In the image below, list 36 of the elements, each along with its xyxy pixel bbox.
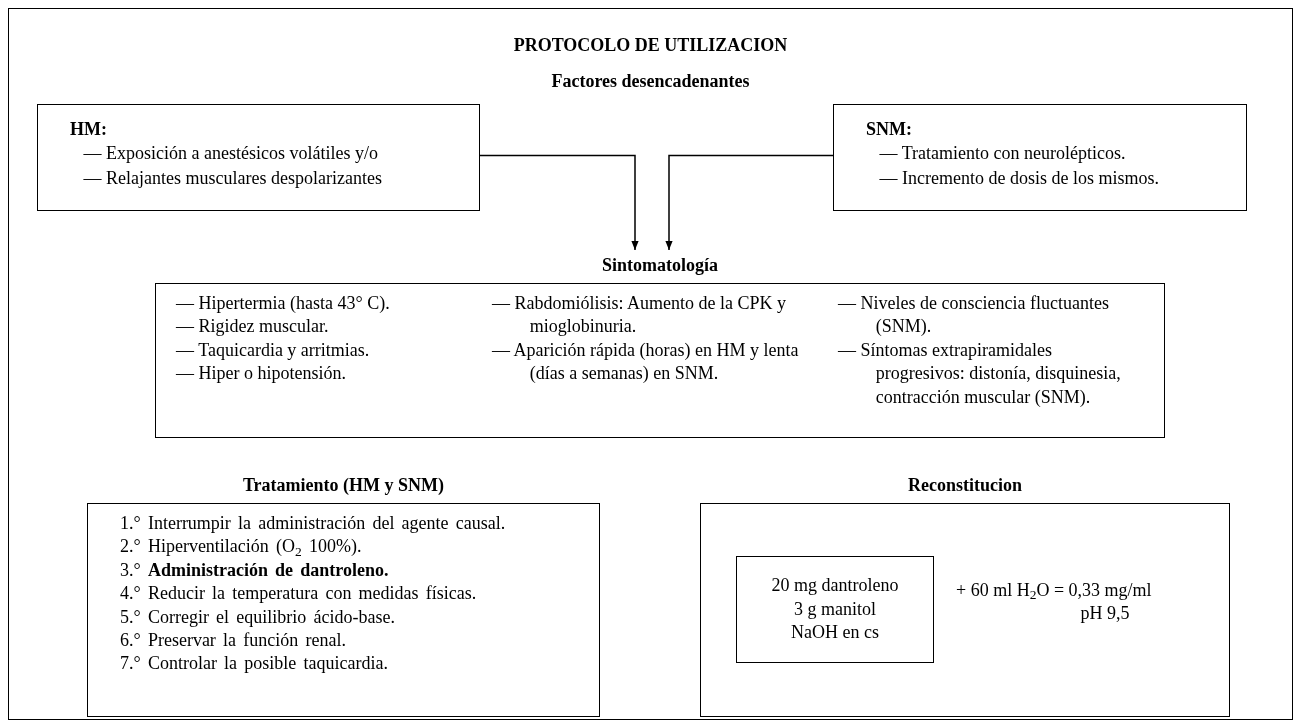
list-item: — Rigidez muscular. [176, 315, 330, 339]
section-heading: Sintomatología [602, 254, 718, 276]
factor-box [37, 104, 480, 211]
section-heading: Reconstitucion [908, 474, 1022, 496]
list-item: — Tratamiento con neurolépticos. [878, 142, 1127, 166]
list-item: — Relajantes musculares despolarizantes [82, 166, 383, 190]
box-heading: HM: [70, 118, 107, 141]
list-item: — Exposición a anestésicos volátiles y/o [82, 142, 379, 166]
list-item: 3.° Administración de dantroleno. [120, 558, 390, 582]
list-item: 2.° Hiperventilación (O$_{2}$ 100%). [120, 535, 363, 559]
list-item: — Aparición rápida (horas) en HM y lenta (días a semanas) en SNM. [492, 338, 800, 386]
list-item: 7.° Controlar la posible taquicardia. [120, 652, 389, 676]
list-item: — Síntomas extrapiramidales progresivos: distonía, disquinesia, contracción muscular (SNM). [838, 338, 1122, 409]
list-item: — Rabdomiólisis: Aumento de la CPK y mioglobinuria. [492, 292, 787, 339]
list-item: — Hipertermia (hasta 43° C). [176, 292, 391, 315]
list-item: 1.° Interrumpir la administración del agente causal. [120, 512, 507, 535]
list-item: — Niveles de consciencia fluctuantes (SNM). [838, 292, 1110, 339]
formula-text: + 60 ml H$_{2}$O = 0,33 mg/ml [956, 579, 1152, 603]
arrow [479, 154, 639, 251]
factor-box [833, 104, 1247, 211]
box-heading: SNM: [866, 118, 912, 141]
ingredient-text: NaOH en cs [791, 621, 879, 645]
list-item: 6.° Preservar la función renal. [120, 628, 347, 652]
list-item: — Taquicardia y arritmias. [176, 338, 371, 362]
section-heading: Tratamiento (HM y SNM) [242, 474, 445, 496]
list-item: 4.° Reducir la temperatura con medidas físicas. [120, 582, 478, 606]
list-item: — Hiper o hipotensión. [176, 362, 347, 386]
ingredient-text: 20 mg dantroleno [771, 574, 899, 598]
title: PROTOCOLO DE UTILIZACION [513, 34, 788, 57]
list-item: 5.° Corregir el equilibrio ácido-base. [120, 605, 396, 629]
formula-text: pH 9,5 [1080, 602, 1130, 626]
list-item: — Incremento de dosis de los mismos. [878, 166, 1160, 190]
formula-box [736, 556, 934, 663]
ingredient-text: 3 g manitol [794, 597, 876, 621]
section-heading: Factores desencadenantes [551, 70, 750, 93]
arrow [665, 154, 834, 251]
